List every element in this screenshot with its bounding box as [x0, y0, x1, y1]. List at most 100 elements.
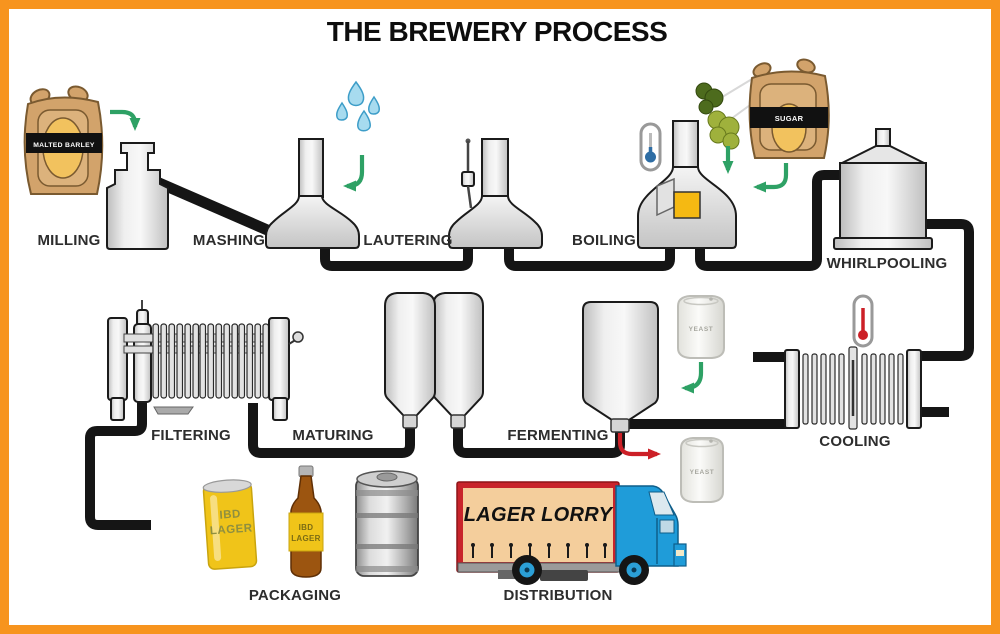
yeast-out-label: YEAST: [690, 469, 715, 476]
pipe-milling-to-mashing: [147, 173, 291, 245]
bottle-text-line1: IBD: [299, 523, 314, 532]
filter-plate: [184, 323, 192, 399]
pipe-boiling-to-whirlpooling: [695, 170, 846, 271]
malted-barley-label: MALTED BARLEY: [33, 142, 95, 149]
stirrer-collar: [461, 171, 475, 187]
hops-icon: [695, 75, 769, 150]
curtain-buckles: [472, 546, 606, 558]
hop-cone-dark: [695, 82, 724, 115]
hop-cone-light: [707, 110, 740, 150]
flow-arrows: [110, 109, 789, 460]
arrow-yeast-harvest: [617, 433, 661, 460]
label-packaging: PACKAGING: [249, 587, 341, 604]
sack-band: [750, 107, 828, 128]
filter-plate: [207, 323, 215, 399]
keg-rib-2: [356, 544, 418, 549]
filter-plate: [152, 323, 160, 399]
pipe-filtering-to-packaging: [85, 402, 151, 530]
maturing-tank-left: [384, 292, 436, 417]
yeast-tub: [677, 295, 725, 359]
arrow-yeast-to-fermenting: [681, 362, 704, 394]
maturing-tanks: [384, 292, 484, 429]
filter-plate: [168, 323, 176, 399]
arrow-barley-to-milling: [110, 109, 141, 131]
label-whirlpooling: WHIRLPOOLING: [827, 255, 948, 272]
distribution-truck: LAGER LORRY: [456, 481, 687, 585]
filter-support-right-foot: [272, 397, 288, 421]
cooling-heat-exchanger: [784, 346, 922, 430]
water-drops-icon: [336, 80, 380, 132]
cooler-plate: [870, 353, 877, 425]
can-highlight: [210, 495, 222, 561]
lautering-vessel: [448, 138, 543, 249]
malted-barley-sack: MALTED BARLEY: [23, 85, 104, 195]
truck-wheel-rear: [512, 555, 542, 585]
pipe-maturing-to-filtering: [248, 403, 415, 458]
sugar-label: SUGAR: [775, 114, 804, 123]
filter-support-left-foot: [110, 397, 125, 421]
filter-support-right: [268, 317, 290, 401]
water-drop: [336, 101, 348, 121]
yeast-tub: [680, 437, 724, 503]
can-text-line2: LAGER: [210, 522, 254, 537]
bottle-text-line2: LAGER: [291, 534, 321, 543]
yeast-lid: [685, 438, 719, 448]
cooler-end-left: [784, 349, 800, 429]
lautering-chimney: [481, 138, 509, 198]
yeast-cap: [709, 297, 713, 301]
filter-valve-handle: [292, 331, 304, 343]
label-fermenting: FERMENTING: [507, 427, 608, 444]
curtain-buckle-heads: [471, 543, 607, 547]
cooler-plate: [861, 353, 868, 425]
filter-support-left: [107, 317, 128, 401]
page-title: THE BREWERY PROCESS: [327, 16, 668, 47]
sack-band: [26, 133, 102, 153]
yeast-cap: [709, 439, 713, 443]
filter-plate: [199, 323, 207, 399]
cooler-plate: [888, 353, 895, 425]
filter-drip-tray: [153, 406, 194, 415]
lager-bottle: IBD LAGER: [288, 465, 324, 578]
fermenter-outlet-nozzle: [610, 418, 630, 433]
stage-labels: THE BREWERY PROCESS MILLING MASHING LAUT…: [37, 16, 947, 604]
yeast-lid: [683, 296, 719, 306]
water-drop: [368, 95, 380, 115]
maturing-tank-right: [432, 292, 484, 417]
truck-wheel-front: [619, 555, 649, 585]
yeast-container-out: YEAST: [680, 437, 724, 503]
boiling-vessel: [637, 120, 737, 249]
beer-keg: [355, 470, 419, 577]
cooler-plate: [811, 353, 818, 425]
cooler-plate: [838, 353, 845, 425]
filter-plate: [215, 323, 223, 399]
filter-plate: [176, 323, 184, 399]
label-cooling: COOLING: [819, 433, 890, 450]
truck-headlight: [676, 550, 684, 556]
cooler-plate: [897, 353, 904, 425]
fermenting-tank: [582, 301, 659, 433]
mashing-dome: [265, 195, 360, 249]
cooler-plate: [820, 353, 827, 425]
filter-screw-cylinder: [133, 323, 152, 403]
filter-plate: [238, 323, 246, 399]
keg-rim-bottom: [356, 566, 418, 572]
filter-plate: [231, 323, 239, 399]
water-drop: [347, 80, 365, 107]
can-text-line1: IBD: [219, 508, 241, 521]
water-drop: [357, 109, 371, 132]
label-milling: MILLING: [37, 232, 100, 249]
truck-windshield: [648, 491, 675, 516]
mashing-vessel: [265, 138, 360, 249]
filter-plate: [246, 323, 254, 399]
boiling-chimney: [672, 120, 699, 169]
mill-bottle-shape: [106, 142, 169, 250]
label-boiling: BOILING: [572, 232, 636, 249]
filter-plate: [262, 323, 270, 399]
filter-plate: [192, 323, 200, 399]
yeast-in-label: YEAST: [689, 326, 714, 333]
truck-fuel-tank: [540, 570, 588, 581]
truck-underbox: [498, 570, 518, 579]
label-distribution: DISTRIBUTION: [503, 587, 612, 604]
